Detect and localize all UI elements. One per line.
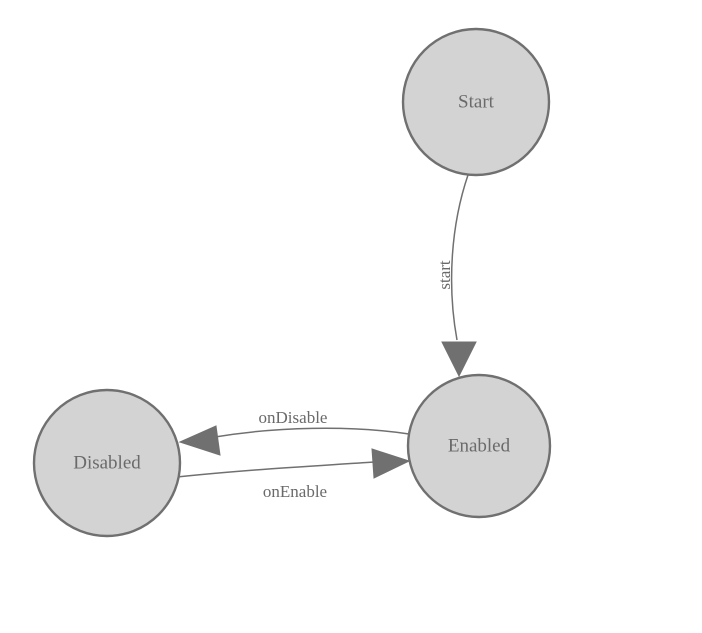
node-enabled-circle xyxy=(406,373,552,519)
edge-start-to-enabled-arrowhead xyxy=(441,341,477,378)
edge-disabled-to-enabled[interactable]: onEnable xyxy=(176,448,411,501)
edge-enabled-to-disabled-path xyxy=(214,427,410,438)
edge-start-to-enabled-path xyxy=(450,174,469,341)
node-start[interactable]: Start xyxy=(401,27,551,177)
node-start-circle xyxy=(401,27,551,177)
node-enabled-label: Enabled xyxy=(448,435,511,456)
edge-disabled-to-enabled-path xyxy=(176,461,375,478)
edge-disabled-to-enabled-arrowhead xyxy=(371,448,411,479)
node-disabled[interactable]: Disabled xyxy=(32,388,182,538)
node-enabled[interactable]: Enabled xyxy=(406,373,552,519)
edge-start-to-enabled[interactable]: start xyxy=(435,174,477,378)
node-start-label: Start xyxy=(458,91,495,112)
node-disabled-circle xyxy=(32,388,182,538)
edge-enabled-to-disabled-arrowhead xyxy=(178,425,221,456)
edge-enabled-to-disabled-label: onDisable xyxy=(259,408,328,427)
edge-disabled-to-enabled-label: onEnable xyxy=(263,482,327,501)
node-disabled-label: Disabled xyxy=(73,452,141,473)
edge-start-to-enabled-label: start xyxy=(435,260,454,290)
edge-enabled-to-disabled[interactable]: onDisable xyxy=(178,408,410,456)
